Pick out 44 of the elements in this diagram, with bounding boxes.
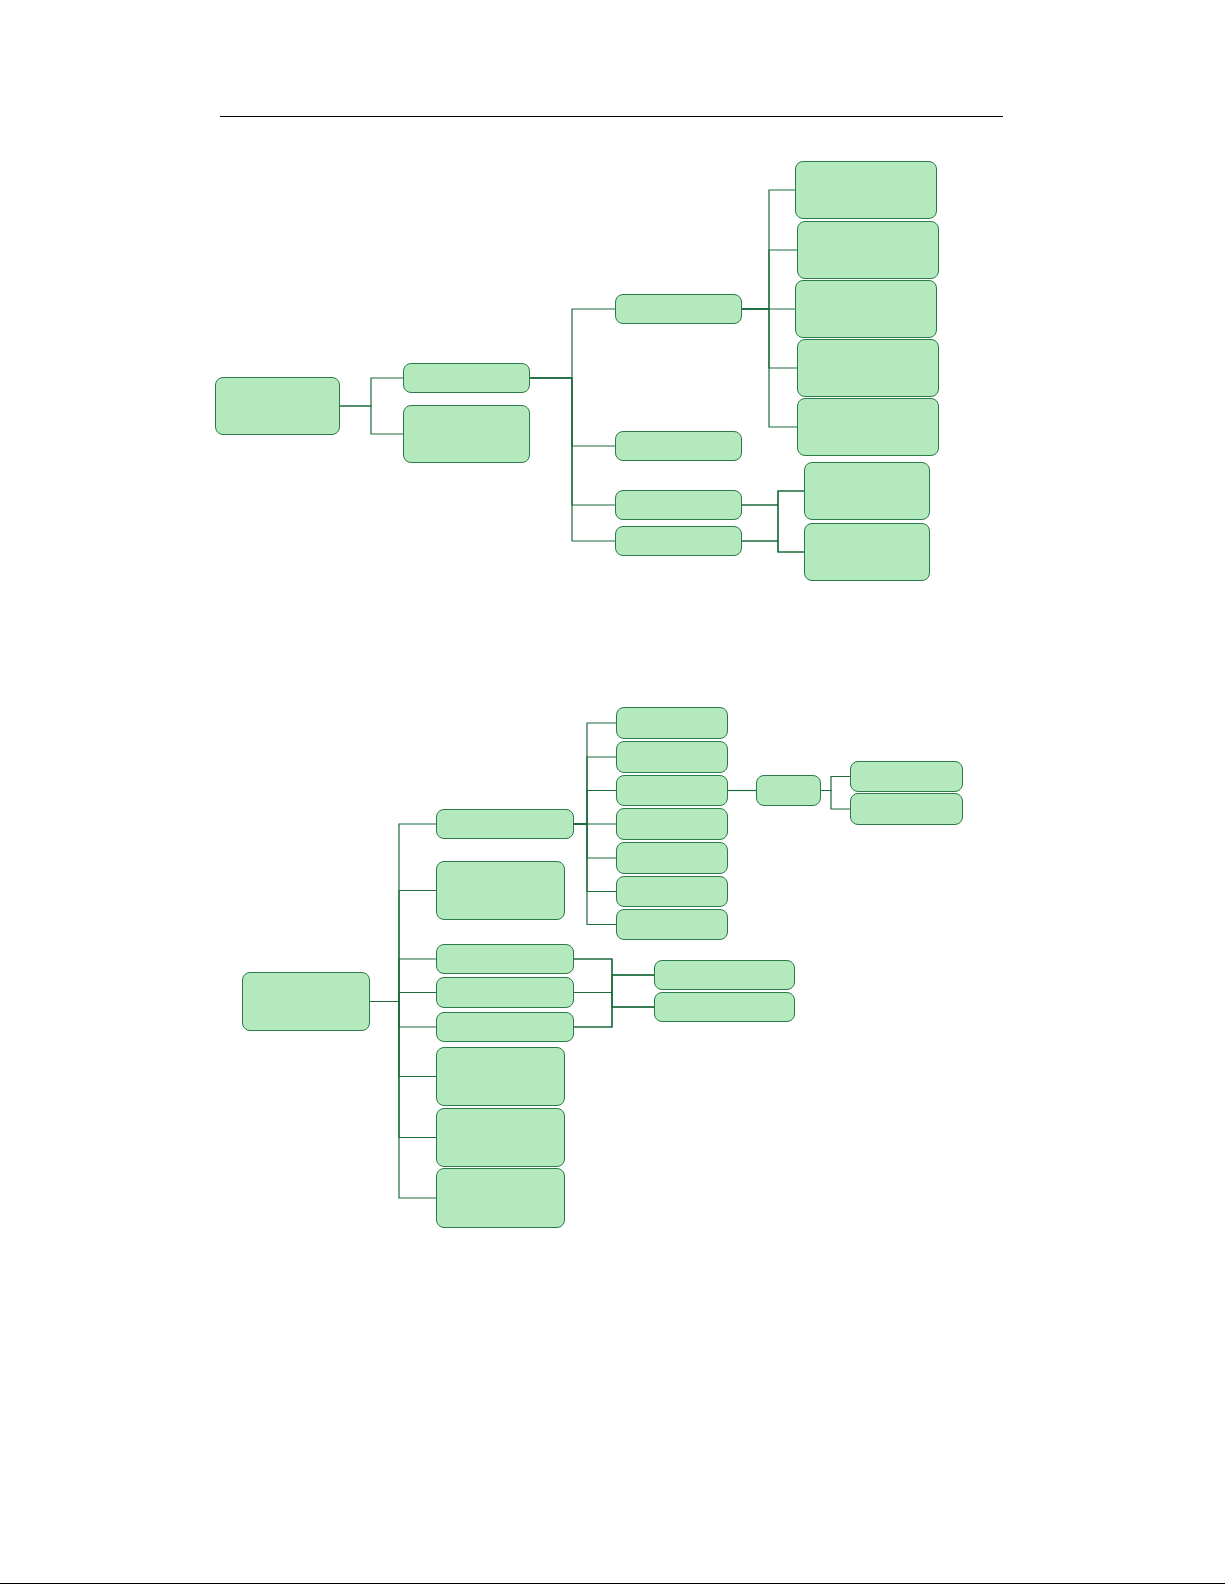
connector-line (529, 377, 616, 542)
connector-line (820, 789, 851, 810)
tree-box (615, 526, 742, 556)
connector-line (369, 1000, 437, 1199)
tree-box (615, 431, 742, 461)
tree-box (850, 761, 963, 792)
tree-box (436, 809, 574, 839)
tree-box (850, 793, 963, 825)
tree-box (654, 960, 795, 990)
connector-line (339, 405, 404, 435)
connector-line (573, 1006, 655, 1028)
connector-line (573, 823, 617, 926)
tree-box (242, 972, 370, 1031)
tree-box (436, 944, 574, 974)
tree-box (756, 775, 821, 806)
tree-box (616, 707, 728, 739)
tree-box (436, 1108, 565, 1167)
tree-box (804, 523, 930, 581)
tree-box (654, 992, 795, 1022)
tree-box (436, 861, 565, 920)
tree-box (616, 876, 728, 907)
tree-box (436, 977, 574, 1008)
tree-box (215, 377, 340, 435)
tree-box (616, 909, 728, 940)
tree-box (436, 1168, 565, 1228)
tree-box (436, 1012, 574, 1042)
tree-box (797, 339, 939, 397)
tree-box (795, 161, 937, 219)
connector-line (741, 308, 798, 428)
connector-line (741, 540, 805, 553)
connector-line (727, 789, 757, 792)
tree-box (804, 462, 930, 520)
tree-box (403, 405, 530, 463)
tree-box (795, 280, 937, 338)
tree-box (797, 398, 939, 456)
tree-box (616, 741, 728, 773)
tree-box (616, 842, 728, 874)
tree-box (403, 363, 530, 393)
tree-box (616, 775, 728, 806)
tree-box (615, 294, 742, 324)
tree-box (615, 490, 742, 520)
tree-box (616, 808, 728, 840)
tree-box (436, 1047, 565, 1106)
tree-box (797, 221, 939, 279)
